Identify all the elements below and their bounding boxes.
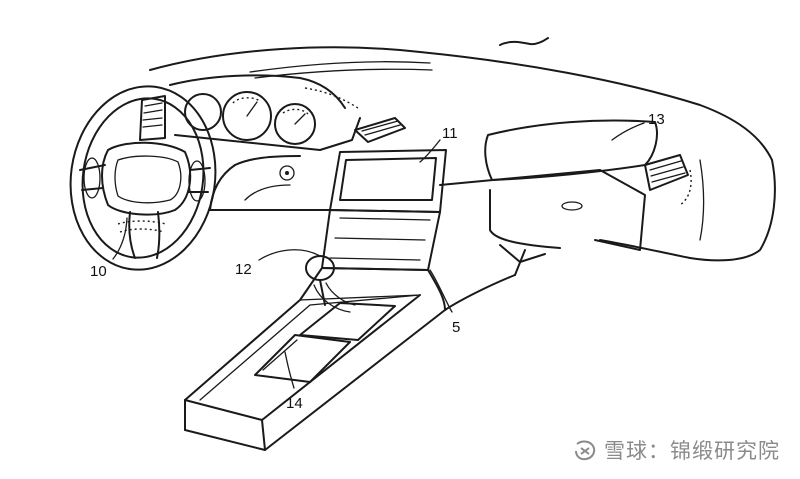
label-14: 14 [286, 395, 303, 412]
label-12: 12 [235, 261, 252, 278]
dashboard-lower [209, 155, 646, 251]
right-air-vent [644, 154, 689, 191]
steering-wheel [69, 85, 217, 271]
dashboard-outline [149, 37, 776, 262]
label-5: 5 [452, 319, 460, 336]
glove-box [484, 119, 658, 181]
left-air-vent [139, 95, 166, 141]
label-13: 13 [648, 111, 665, 128]
watermark-text: 雪球：锦缎研究院 [604, 439, 780, 463]
label-11: 11 [442, 125, 458, 142]
center-air-vent [354, 117, 406, 143]
floor-console [184, 267, 446, 451]
instrument-cluster [169, 74, 361, 151]
leader-lines [112, 122, 645, 389]
snowball-logo-icon [575, 440, 596, 461]
center-stack [321, 149, 447, 271]
dashboard-underside [444, 244, 546, 311]
label-10: 10 [90, 263, 107, 280]
watermark: 雪球：锦缎研究院 [572, 435, 780, 465]
